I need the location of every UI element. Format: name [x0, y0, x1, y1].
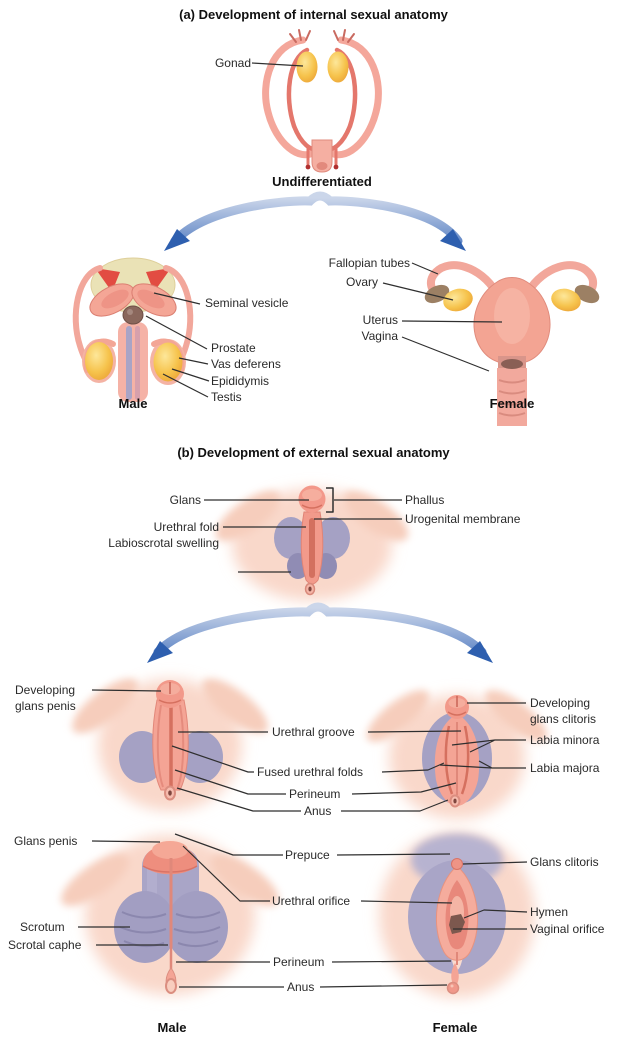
adult-female-figure — [379, 832, 535, 998]
label-anus-developing: Anus — [304, 804, 332, 818]
section-a-title: (a) Development of internal sexual anato… — [179, 7, 448, 22]
label-uterus: Uterus — [362, 313, 398, 327]
label-testis: Testis — [211, 390, 242, 404]
label-urethral-orifice: Urethral orifice — [272, 894, 351, 908]
label-gonad: Gonad — [214, 56, 251, 70]
label-perineum-developing: Perineum — [289, 787, 341, 801]
undifferentiated-external-figure — [215, 485, 409, 601]
label-hymen: Hymen — [530, 905, 569, 919]
label-fused-urethral-folds: Fused urethral folds — [257, 765, 364, 779]
male-internal-figure — [72, 257, 194, 402]
section-b-title: (b) Development of external sexual anato… — [177, 445, 450, 460]
label-glans-clitoris: Glans clitoris — [530, 855, 599, 869]
label-vagina: Vagina — [361, 329, 398, 343]
label-prepuce: Prepuce — [285, 848, 330, 862]
label-epididymis: Epididymis — [211, 374, 270, 388]
label-developing-glans-penis: Developing glans penis — [15, 683, 76, 713]
leader-lines — [78, 62, 528, 988]
label-prostate: Prostate — [211, 341, 256, 355]
label-urethral-groove: Urethral groove — [272, 725, 355, 739]
label-undifferentiated: Undifferentiated — [272, 174, 372, 189]
female-internal-figure — [424, 261, 600, 426]
label-urogenital-membrane: Urogenital membrane — [405, 512, 521, 526]
label-scrotal-caphe: Scrotal caphe — [8, 938, 82, 952]
caption-male-external: Male — [157, 1020, 187, 1035]
label-fallopian-tubes: Fallopian tubes — [328, 256, 410, 270]
label-vas-deferens: Vas deferens — [211, 357, 281, 371]
label-vaginal-orifice: Vaginal orifice — [530, 922, 605, 936]
label-labioscrotal-swelling: Labioscrotal swelling — [108, 536, 219, 550]
label-developing-glans-clitoris: Developing glans clitoris — [530, 696, 597, 726]
adult-male-figure — [61, 835, 279, 995]
label-ovary: Ovary — [345, 275, 378, 289]
bifurcation-arrow-b — [147, 602, 493, 663]
label-labia-minora: Labia minora — [530, 733, 600, 747]
label-scrotum: Scrotum — [20, 920, 65, 934]
bifurcation-arrow-a — [164, 191, 466, 251]
label-perineum-final: Perineum — [273, 955, 325, 969]
label-anus-final: Anus — [287, 980, 315, 994]
label-glans: Glans — [169, 493, 201, 507]
label-seminal-vesicle: Seminal vesicle — [205, 296, 289, 310]
undifferentiated-internal-figure — [262, 29, 382, 173]
caption-female-internal: Female — [489, 396, 535, 411]
caption-male-internal: Male — [118, 396, 148, 411]
label-labia-majora: Labia majora — [530, 761, 600, 775]
label-phallus: Phallus — [405, 493, 445, 507]
label-glans-penis: Glans penis — [14, 834, 78, 848]
developing-male-figure — [72, 678, 268, 811]
caption-female-external: Female — [432, 1020, 478, 1035]
developing-female-figure — [366, 690, 548, 819]
label-urethral-fold: Urethral fold — [153, 520, 219, 534]
